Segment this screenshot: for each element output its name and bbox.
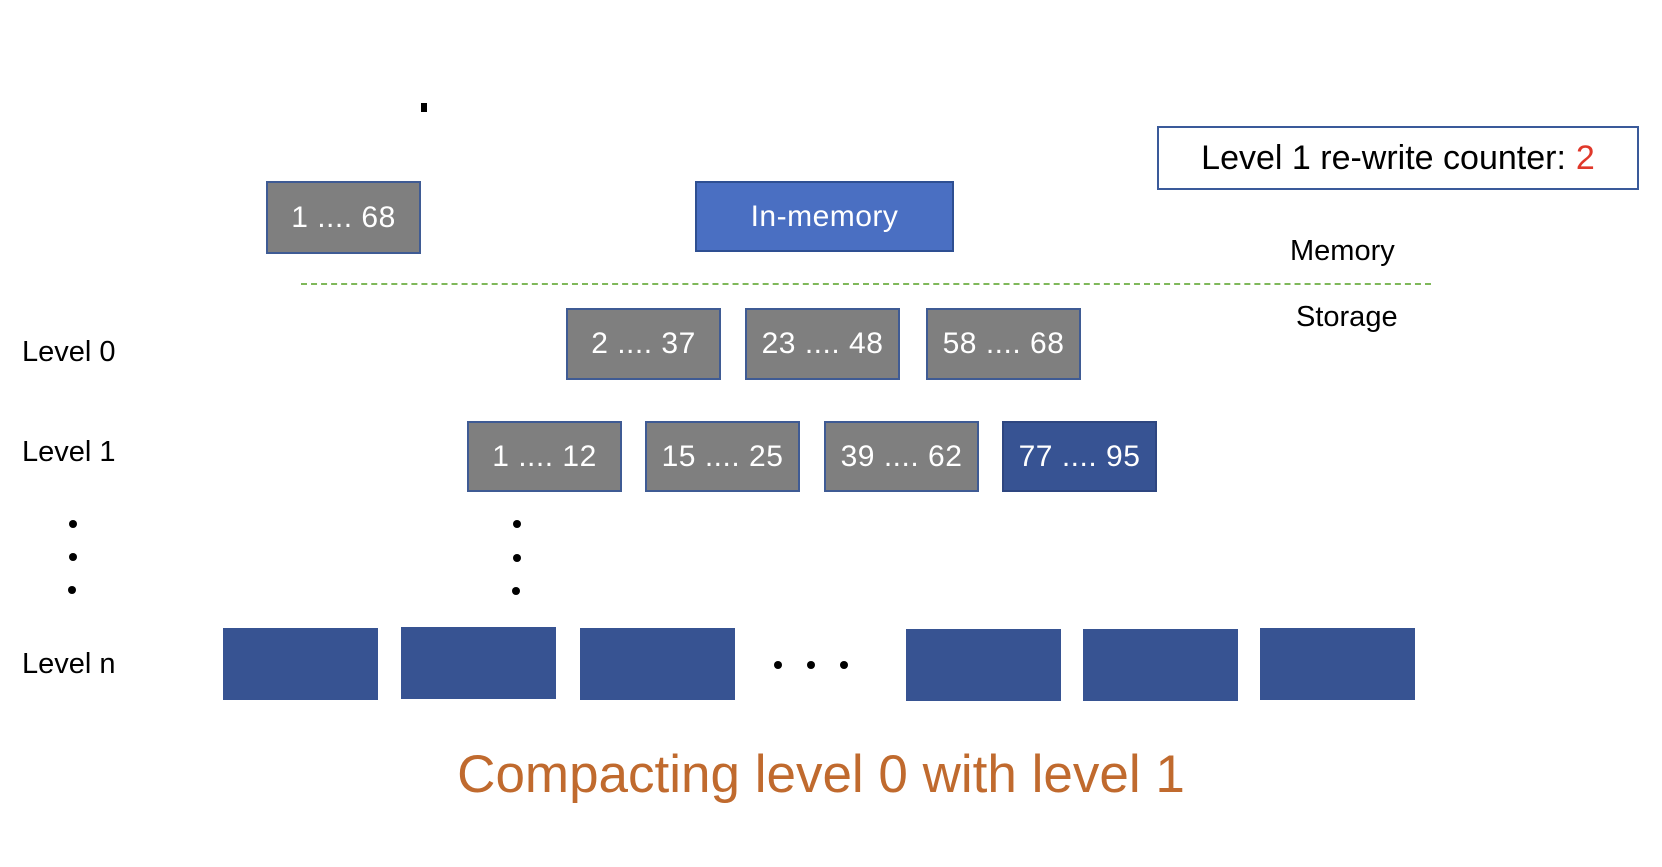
memory-file-block: 1 .... 68 xyxy=(266,181,421,254)
ellipsis-dot xyxy=(68,586,76,594)
level-1-file: 39 .... 62 xyxy=(824,421,979,492)
level-1-file-highlighted: 77 .... 95 xyxy=(1002,421,1157,492)
memory-label: Memory xyxy=(1290,235,1395,267)
tick-mark xyxy=(421,103,427,112)
level-n-file xyxy=(223,628,378,700)
level-n-file xyxy=(401,627,556,699)
level-1-file-range: 77 .... 95 xyxy=(1018,439,1141,473)
ellipsis-dot xyxy=(512,587,520,595)
level-0-label: Level 0 xyxy=(22,336,116,368)
level-1-file-range: 15 .... 25 xyxy=(661,439,784,473)
level-0-file-range: 2 .... 37 xyxy=(591,327,696,360)
storage-label: Storage xyxy=(1296,301,1398,333)
level-0-file: 58 .... 68 xyxy=(926,308,1081,380)
level-n-file xyxy=(580,628,735,700)
memory-storage-divider xyxy=(301,283,1431,285)
rewrite-counter-label: Level 1 re-write counter: xyxy=(1201,138,1566,177)
level-n-file xyxy=(1260,628,1415,700)
in-memory-block: In-memory xyxy=(695,181,954,252)
level-n-label: Level n xyxy=(22,648,116,680)
ellipsis-dot xyxy=(513,554,521,562)
in-memory-label: In-memory xyxy=(750,199,899,233)
level-1-file: 1 .... 12 xyxy=(467,421,622,492)
level-n-file xyxy=(906,629,1061,701)
level-0-file-range: 23 .... 48 xyxy=(761,327,884,360)
ellipsis-dot xyxy=(69,520,77,528)
level-1-label: Level 1 xyxy=(22,436,116,468)
rewrite-counter-box: Level 1 re-write counter: 2 xyxy=(1157,126,1639,190)
level-n-file xyxy=(1083,629,1238,701)
ellipsis-dot xyxy=(774,661,782,669)
rewrite-counter-value: 2 xyxy=(1575,138,1595,177)
level-1-file: 15 .... 25 xyxy=(645,421,800,492)
ellipsis-dot xyxy=(807,661,815,669)
ellipsis-dot xyxy=(513,520,521,528)
diagram-caption: Compacting level 0 with level 1 xyxy=(457,745,1185,804)
level-0-file-range: 58 .... 68 xyxy=(942,327,1065,360)
level-0-file: 23 .... 48 xyxy=(745,308,900,380)
ellipsis-dot xyxy=(840,661,848,669)
level-0-file: 2 .... 37 xyxy=(566,308,721,380)
level-1-file-range: 39 .... 62 xyxy=(840,439,963,473)
ellipsis-dot xyxy=(69,553,77,561)
level-1-file-range: 1 .... 12 xyxy=(492,439,597,473)
memory-file-range: 1 .... 68 xyxy=(291,200,396,234)
